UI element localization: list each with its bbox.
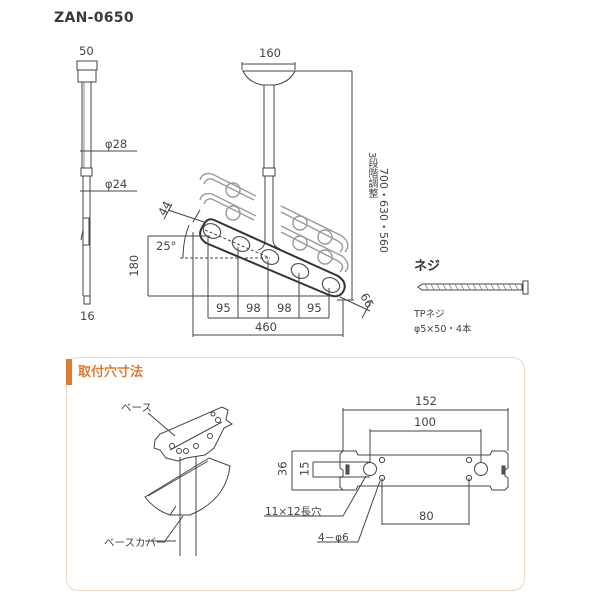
hole-spacing-3: 98	[277, 301, 292, 315]
height-adjust-label: 3段階調整	[366, 152, 377, 199]
panel-title-accent	[66, 359, 72, 385]
slot-hole-label: 11×12長穴	[265, 506, 322, 518]
base-cover-label: ベースカバー	[104, 537, 167, 549]
screw-drawing	[417, 280, 529, 295]
angle-dim: 25°	[156, 239, 177, 253]
plate-slot-spacing: 100	[414, 415, 436, 429]
model-code: ZAN-0650	[54, 10, 134, 26]
base-label: ベース	[121, 402, 152, 414]
side-bottom-width: 16	[80, 309, 95, 323]
screw-title: ネジ	[414, 259, 441, 274]
plate-slot-height: 15	[297, 461, 312, 477]
round-hole-label: 4－φ6	[318, 532, 349, 544]
plate-overall-width: 152	[415, 394, 437, 408]
upper-pipe-diameter: φ28	[105, 137, 128, 151]
panel-title: 取付穴寸法	[78, 365, 144, 380]
hole-spacing-1: 95	[216, 301, 231, 315]
mounting-plate-drawing	[264, 408, 509, 543]
front-view-drawing	[147, 62, 373, 337]
hole-spacing-2: 98	[246, 301, 261, 315]
screw-name: TPネジ	[414, 309, 445, 320]
base-isometric-drawing	[144, 406, 233, 556]
screw-spec: φ5×50・4本	[414, 324, 472, 335]
side-view-drawing	[76, 60, 137, 305]
base-width: 160	[259, 46, 281, 60]
mounting-hole-panel	[66, 357, 525, 591]
plate-overall-height: 36	[275, 461, 290, 477]
side-top-width: 50	[79, 44, 94, 58]
hole-spacing-4: 95	[307, 301, 322, 315]
lower-pipe-diameter: φ24	[105, 177, 128, 191]
total-width-dim: 460	[255, 320, 277, 334]
plate-hole-spacing: 80	[419, 509, 434, 523]
height-values: 700・630・560	[377, 168, 390, 253]
